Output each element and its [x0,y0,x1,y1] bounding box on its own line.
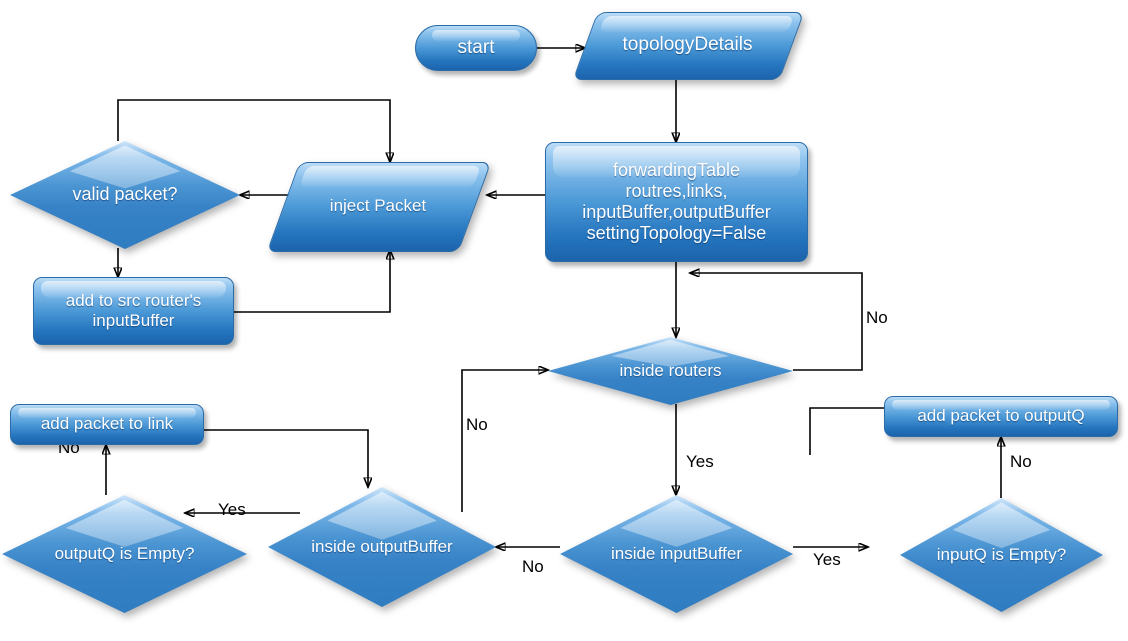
node-add-packet-to-outputq[interactable]: add packet to outputQ [884,396,1118,437]
topology-details-shape [572,12,805,80]
node-inside-outputbuffer[interactable]: inside outputBuffer [268,487,496,607]
edge-label-inside-outputbuffer-no: No [466,415,488,434]
node-add-to-src-router[interactable]: add to src router's inputBuffer [33,277,234,345]
edge-label-inside-inputbuffer-no: No [522,557,544,576]
node-add-packet-to-link[interactable]: add packet to link [10,404,204,445]
node-add-packet-to-outputq-label: add packet to outputQ [917,406,1085,426]
node-forwarding-table-label: forwardingTable routres,links, inputBuff… [582,159,771,244]
node-forwarding-table[interactable]: forwardingTable routres,links, inputBuff… [545,142,808,262]
node-add-packet-to-link-label: add packet to link [40,414,174,434]
edge-label-inputq-no: No [1010,452,1032,471]
edge-label-inside-routers-yes: Yes [686,452,714,471]
node-inject-packet[interactable]: inject Packet [266,162,492,252]
inject-packet-shape [266,162,492,252]
node-add-to-src-router-label: add to src router's inputBuffer [65,290,202,330]
outputq-is-empty-shape [2,495,247,613]
node-valid-packet[interactable]: valid packet? [10,141,240,249]
edge-addlink-to-outputbuffer [204,429,368,487]
inside-routers-shape [548,337,793,405]
edge-label-inside-outputbuffer-yes: Yes [218,500,246,519]
edge-addsrc-to-inject [234,250,390,313]
node-inside-routers[interactable]: inside routers [548,337,793,405]
inside-outputbuffer-shape [268,487,496,607]
inputq-is-empty-shape [900,498,1103,612]
node-start-label: start [457,36,495,58]
node-start[interactable]: start [415,25,537,71]
inside-inputbuffer-shape [560,495,793,613]
edge-label-inside-inputbuffer-yes: Yes [813,550,841,569]
edge-label-inside-routers-no: No [866,308,888,327]
node-inside-inputbuffer[interactable]: inside inputBuffer [560,495,793,613]
node-inputq-is-empty[interactable]: inputQ is Empty? [900,498,1103,612]
node-topology-details[interactable]: topologyDetails [572,12,805,80]
valid-packet-shape [10,141,240,249]
edge-addoutputq-out [809,407,884,455]
node-outputq-is-empty[interactable]: outputQ is Empty? [2,495,247,613]
